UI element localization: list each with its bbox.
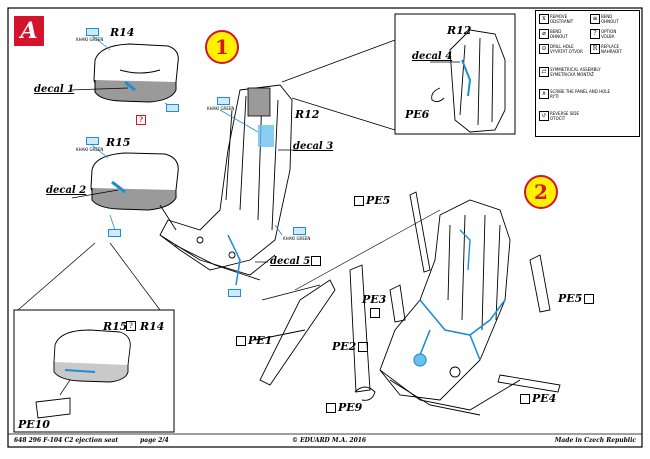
label-pe5-top: PE5 <box>354 195 390 206</box>
remove-icon: x <box>539 14 549 24</box>
label-r12-detail: R12 <box>447 24 472 37</box>
option-icon: ? <box>590 29 600 39</box>
label-r15: R15 <box>106 136 131 149</box>
label-pe4: PE4 <box>520 393 556 404</box>
paint-chip-icon <box>228 289 241 297</box>
bend-icon <box>370 308 380 318</box>
step-2-marker: 2 <box>524 175 558 209</box>
option-icon: ? <box>126 321 136 331</box>
sheet-footer: 648 296 F-104 C2 ejection seat page 2/4 … <box>14 436 638 446</box>
paint-code: KHAKI GREEN <box>76 147 104 152</box>
label-pe1: PE1 <box>236 335 272 346</box>
legend-text: BEND OHNOUT <box>550 29 568 39</box>
bend-icon <box>584 294 595 304</box>
legend-text: REMOVE ODSTRANIT <box>550 14 574 24</box>
headrest-pad <box>247 87 271 117</box>
step-1-marker: 1 <box>205 30 239 64</box>
footer-product: 648 296 F-104 C2 ejection seat <box>14 437 119 444</box>
bend-icon <box>354 196 364 206</box>
bend-round-icon: ⌀ <box>539 29 549 39</box>
paint-chip-icon <box>217 97 230 105</box>
legend-text: SYMMETRICAL ASSEMBLY SYMETRICKÁ MONTÁŽ <box>550 67 601 77</box>
label-decal3: decal 3 <box>293 141 334 152</box>
bend-icon: ≡ <box>590 14 600 24</box>
label-decal2: decal 2 <box>46 185 87 196</box>
label-r14-top: R14 <box>110 26 135 39</box>
drill-hole-icon: ⊙ <box>539 44 549 54</box>
paint-chip-icon <box>166 104 179 112</box>
legend-text: REPLACE NAHRADIT <box>601 44 622 54</box>
label-pe2: PE2 <box>332 341 370 352</box>
reverse-side-icon: ↺ <box>539 111 549 121</box>
paint-chip-icon <box>86 28 99 36</box>
label-pe6: PE6 <box>405 108 430 121</box>
r14-cushion-part <box>93 43 179 103</box>
r15-cushion-part <box>90 152 179 211</box>
bend-icon <box>358 342 369 352</box>
legend-text: DRILL HOLE VYVRTAT OTVOR <box>550 44 583 54</box>
paint-code: KHAKI GREEN <box>76 37 104 42</box>
label-r12: R12 <box>295 108 320 121</box>
label-r15-inset: R15 <box>103 320 128 333</box>
bend-icon <box>236 336 246 346</box>
label-decal5: decal 5 <box>270 256 311 267</box>
legend-text: REVERSE SIDE OTOČIT <box>550 111 580 121</box>
legend-text: SCRIBE THE PANEL AND HOLE RYTÍ <box>550 89 610 99</box>
label-pe3: PE3 <box>362 293 387 306</box>
sheet-badge: A <box>14 16 44 46</box>
scribe-icon: ∧ <box>539 89 549 99</box>
paint-code: KHAKI GREEN <box>207 106 235 111</box>
symbol-legend: x REMOVE ODSTRANIT ≡ BEND OHNOUT ⌀ BEND … <box>535 10 640 137</box>
paint-code: KHAKI GREEN <box>283 236 311 241</box>
label-decal4: decal 4 <box>412 51 453 62</box>
paint-chip-icon <box>108 229 121 237</box>
legend-text: OPTION VOLBA <box>601 29 617 39</box>
label-pe10: PE10 <box>18 418 50 431</box>
label-decal1: decal 1 <box>34 84 75 95</box>
paint-chip-icon <box>293 227 306 235</box>
seat-step1-drawing <box>159 84 293 281</box>
bend-icon <box>326 403 336 413</box>
symmetrical-icon: ⇄ <box>539 67 549 77</box>
option-mark: ? <box>136 115 146 125</box>
footer-copyright: © EDUARD M.A. 2016 <box>292 437 367 444</box>
paint-chip-icon <box>86 137 99 145</box>
footer-page: page 2/4 <box>140 437 169 444</box>
footer-origin: Made in Czech Republic <box>554 437 636 444</box>
label-pe5-right: PE5 <box>558 293 596 304</box>
label-pe9: PE9 <box>326 402 362 413</box>
label-r14-inset: R14 <box>140 320 165 333</box>
replace-icon: R <box>590 44 600 54</box>
bend-icon <box>520 394 530 404</box>
seat-step2-drawing <box>254 191 561 416</box>
decal-icon <box>311 256 321 266</box>
legend-text: BEND OHNOUT <box>601 14 619 24</box>
